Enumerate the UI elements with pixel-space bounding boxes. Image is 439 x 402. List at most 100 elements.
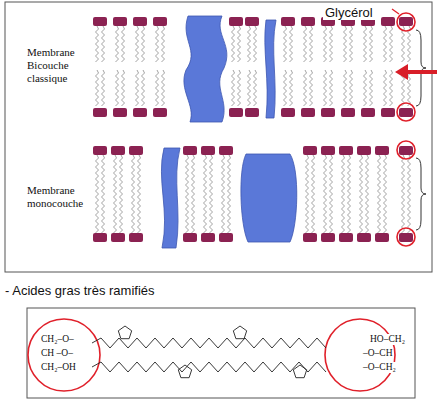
lipid-head	[245, 17, 259, 26]
highlight-circle	[28, 13, 415, 391]
lipid-head	[219, 233, 233, 242]
chemical-group: CH₂–OH	[41, 362, 76, 373]
lipid-head	[399, 108, 413, 117]
lipid-head	[361, 108, 375, 117]
lipid-head	[381, 17, 395, 26]
lipid-head	[93, 233, 107, 242]
membrane-label: Membrane Bicouche classique	[27, 46, 97, 85]
chemical-group: –O–CH₂	[363, 362, 396, 373]
lipid-tail	[324, 70, 327, 106]
lipid-tail	[232, 70, 235, 106]
lipid-tail	[186, 155, 189, 233]
lipid-tail	[114, 155, 117, 233]
lipid-tail	[324, 26, 327, 62]
arrow	[395, 64, 408, 80]
lipid-tail	[310, 26, 313, 62]
lipid-head	[113, 108, 127, 117]
lipid-head	[133, 17, 147, 26]
lipid-head	[357, 233, 371, 242]
lipid-tail	[102, 70, 105, 106]
lipid-head	[301, 17, 315, 26]
lipid-tail	[96, 155, 99, 233]
lipid-head	[183, 146, 197, 155]
lipid-tail	[290, 26, 293, 62]
lipid-head	[245, 108, 259, 117]
lipid-tail	[408, 155, 411, 233]
lipid-head	[153, 108, 167, 117]
chemical-group: HO–CH₂	[370, 334, 405, 345]
lipid-tail	[370, 26, 373, 62]
lipid-head	[183, 233, 197, 242]
lipid-tail	[312, 155, 315, 233]
lipid-head	[229, 108, 243, 117]
lipid-tail	[304, 26, 307, 62]
lipid-head	[93, 108, 107, 117]
lipid-tail	[96, 26, 99, 62]
lipid-tail	[330, 155, 333, 233]
lipid-head	[357, 146, 371, 155]
lipid-tail	[122, 70, 125, 106]
lipid-head	[219, 146, 233, 155]
lipid-tail	[222, 155, 225, 233]
chemical-group: –O–CH	[363, 348, 393, 359]
lipid-head	[399, 146, 413, 155]
lipid-tail	[120, 155, 123, 233]
lipid-head	[111, 233, 125, 242]
lipid-tail	[210, 155, 213, 233]
lipid-head	[281, 108, 295, 117]
lipid-head	[129, 146, 143, 155]
lipid-head	[93, 146, 107, 155]
lipid-head	[399, 233, 413, 242]
panel-frame	[5, 2, 432, 272]
panel: GlycérolMembrane Bicouche classiqueMembr…	[5, 2, 432, 272]
lipid-tail	[378, 155, 381, 233]
lipid-tail	[156, 26, 159, 62]
lipid-tail	[122, 26, 125, 62]
lipid-tail	[116, 26, 119, 62]
lipid-tail	[348, 155, 351, 233]
lipid-tail	[162, 70, 165, 106]
lipid-tail	[136, 26, 139, 62]
lipid-tail	[330, 26, 333, 62]
lipid-tail	[384, 155, 387, 233]
lipid-tail	[402, 155, 405, 233]
leader-line	[392, 9, 399, 14]
lipid-tail	[364, 26, 367, 62]
lipid-tail	[350, 26, 353, 62]
lipid-tail	[360, 155, 363, 233]
lipid-tail	[384, 70, 387, 106]
lipid-head	[281, 17, 295, 26]
lipid-tail	[138, 155, 141, 233]
brace	[416, 30, 426, 230]
lipid-tail	[116, 70, 119, 106]
lipid-head	[321, 233, 335, 242]
lipid-head	[229, 17, 243, 26]
lipid-head	[341, 108, 355, 117]
lipid-head	[303, 146, 317, 155]
lipid-tail	[102, 26, 105, 62]
glycerol-label: Glycérol	[323, 5, 375, 20]
lipid-tail	[102, 155, 105, 233]
lipid-tail	[228, 155, 231, 233]
lipid-tail	[390, 26, 393, 62]
lipid-head	[375, 146, 389, 155]
lipid-head	[113, 17, 127, 26]
lipid-head	[321, 146, 335, 155]
lipid-tail	[238, 26, 241, 62]
lipid-head	[153, 17, 167, 26]
lipid-tail	[284, 26, 287, 62]
lipid-tail	[290, 70, 293, 106]
lipid-tail	[204, 155, 207, 233]
fatty-acid-chain	[92, 326, 326, 378]
lipid-head	[321, 108, 335, 117]
lipid-tail	[366, 155, 369, 233]
lipid-tail	[344, 26, 347, 62]
lipid-head	[201, 233, 215, 242]
lipid-head	[381, 108, 395, 117]
chemical-group: CH –O–	[41, 348, 73, 359]
arrow	[405, 70, 437, 74]
lipid-head	[375, 233, 389, 242]
lipid-tail	[324, 155, 327, 233]
lipid-head	[339, 146, 353, 155]
lipid-tail	[136, 70, 139, 106]
